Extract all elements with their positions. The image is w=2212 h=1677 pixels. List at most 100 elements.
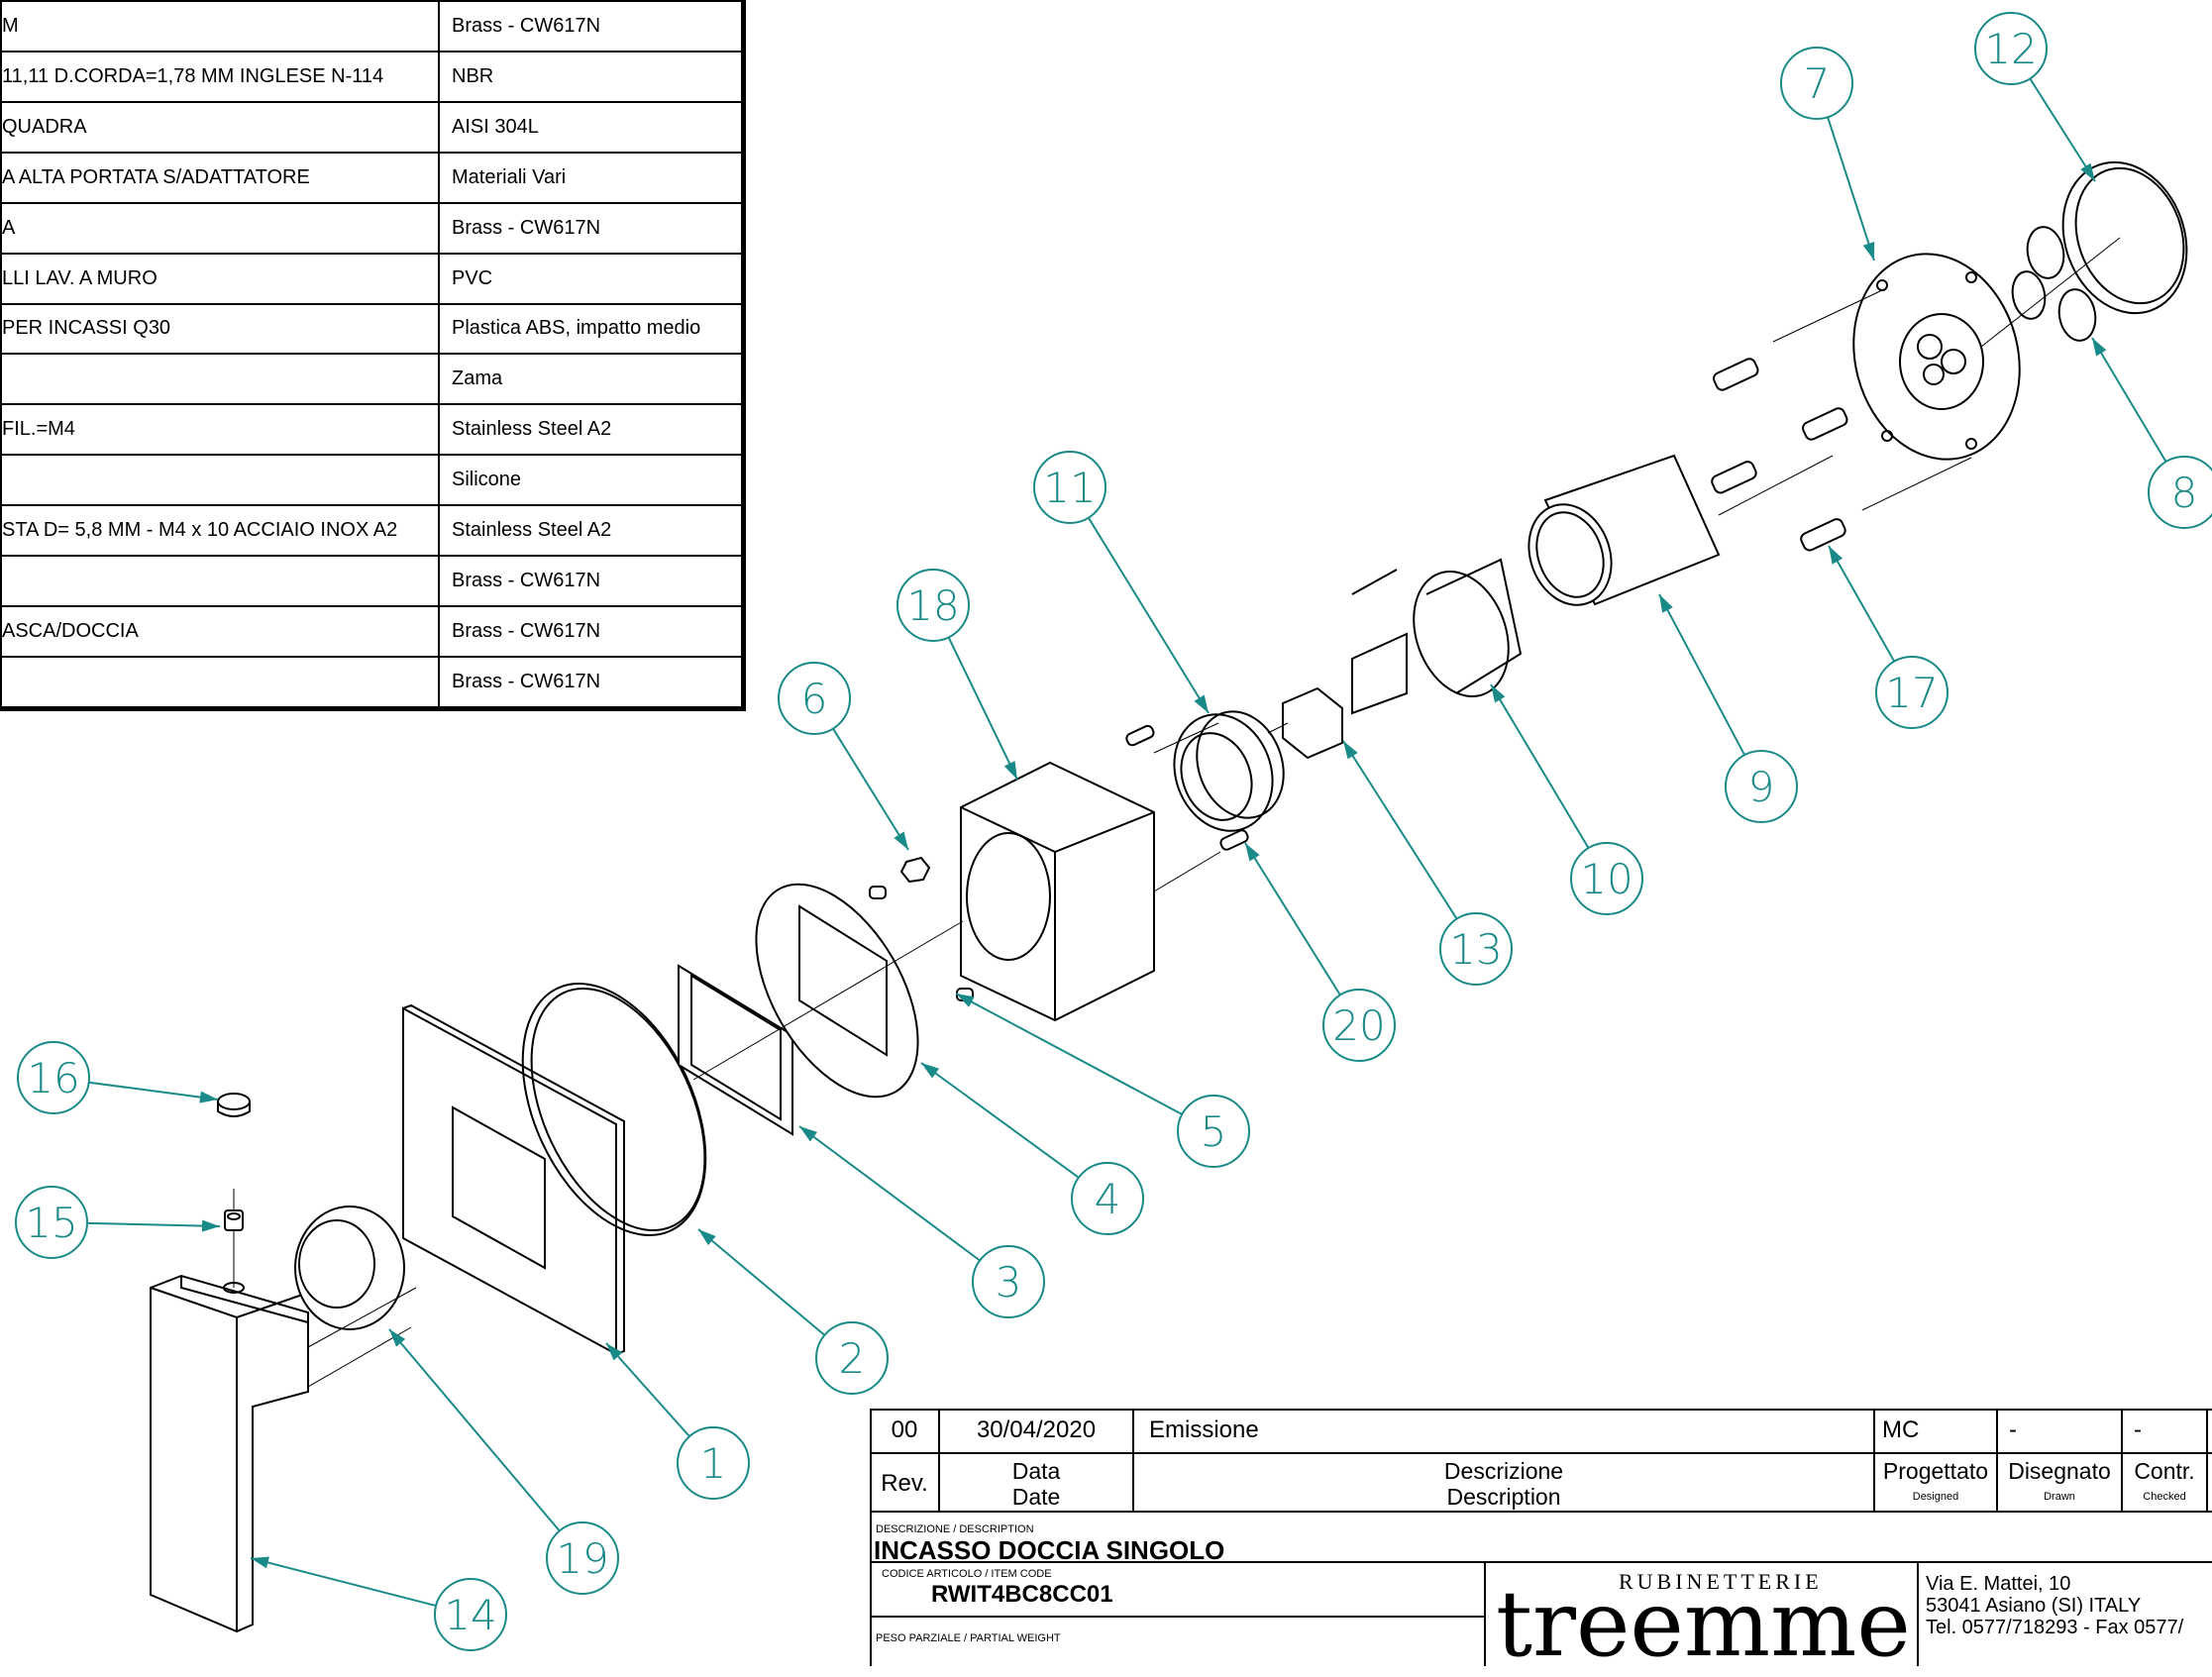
part-description-cell: M (0, 0, 440, 52)
leader-line-9 (1658, 593, 1746, 756)
part-description-cell: PER INCASSI Q30 (0, 302, 440, 356)
address-line-1: Via E. Mattei, 10 (1926, 1573, 2071, 1595)
parts-table-row: Brass - CW617N (0, 555, 745, 608)
rev-number: 00 (891, 1416, 918, 1443)
wall-plate-part (402, 1003, 625, 1356)
part-material-cell: NBR (438, 50, 745, 103)
balloon-number-14: 14 (444, 1591, 496, 1639)
balloon-18 (896, 569, 970, 642)
leader-line-8 (2091, 337, 2167, 463)
leader-arrow-9 (1659, 594, 1673, 613)
part-description-cell: 11,11 D.CORDA=1,78 MM INGLESE N-114 (0, 50, 440, 103)
description-label-it: Descrizione (1443, 1458, 1564, 1484)
drawn-label-en: Drawn (2044, 1491, 2075, 1503)
drawing-title: INCASSO DOCCIA SINGOLO (874, 1535, 1225, 1565)
leader-line-4 (920, 1062, 1080, 1179)
designed-label-it: Progettato (1882, 1458, 1989, 1484)
part-description-cell (0, 655, 440, 710)
balloon-number-8: 8 (2171, 469, 2198, 517)
part-description-cell: LLI LAV. A MURO (0, 252, 440, 305)
balloon-6 (778, 662, 851, 735)
cover-cap-part (1980, 160, 2188, 348)
rosette-part (294, 1205, 417, 1348)
part-description-cell: STA D= 5,8 MM - M4 x 10 ACCIAIO INOX A2 (0, 504, 440, 558)
threaded-ring-part (1173, 710, 1285, 832)
balloon-5 (1177, 1095, 1250, 1168)
balloon-number-2: 2 (839, 1334, 866, 1383)
part-material-cell: Zama (438, 353, 745, 406)
designed-label: Progettato Designed (1874, 1458, 1997, 1510)
screws-part (1711, 289, 1972, 552)
description-caption: DESCRIZIONE / DESCRIPTION (876, 1523, 1034, 1535)
rev-date: 30/04/2020 (976, 1416, 1097, 1443)
leader-arrow-5 (956, 994, 975, 1007)
leader-line-12 (2029, 77, 2096, 182)
leader-line-5 (955, 993, 1183, 1115)
balloon-number-4: 4 (1095, 1175, 1121, 1223)
balloon-number-7: 7 (1804, 59, 1831, 108)
balloon-10 (1570, 842, 1643, 915)
balloon-number-16: 16 (27, 1054, 79, 1102)
leader-arrow-2 (698, 1229, 716, 1246)
leader-arrow-8 (2092, 338, 2107, 357)
lever-handle-part (150, 1189, 309, 1633)
rev-label: Rev. (881, 1470, 928, 1497)
part-material-cell: Brass - CW617N (438, 0, 745, 52)
balloon-16 (17, 1041, 90, 1114)
part-material-cell: Materiali Vari (438, 151, 745, 204)
title-block: 00 30/04/2020 Emissione MC - - Rev. Data… (870, 1409, 2212, 1674)
part-description-cell: FIL.=M4 (0, 403, 440, 457)
company-address: Via E. Mattei, 10 53041 Asiano (SI) ITAL… (1926, 1573, 2183, 1638)
drawn-label-it: Disegnato (2008, 1458, 2111, 1484)
balloon-number-9: 9 (1748, 763, 1775, 811)
balloon-17 (1875, 656, 1949, 729)
balloon-9 (1725, 750, 1798, 823)
balloon-11 (1033, 451, 1106, 524)
balloon-8 (2148, 456, 2212, 529)
parts-table-row: Silicone (0, 454, 745, 507)
parts-table-row: Brass - CW617N (0, 655, 745, 710)
leader-arrow-20 (1245, 843, 1260, 862)
part-material-cell: Stainless Steel A2 (438, 403, 745, 457)
balloon-number-17: 17 (1885, 669, 1938, 717)
cartridge-part (1351, 558, 1523, 715)
description-label: Descrizione Description (1133, 1458, 1874, 1510)
designed-label-en: Designed (1912, 1491, 1959, 1503)
part-description-cell (0, 454, 440, 507)
title-block-grid (870, 1409, 2212, 1666)
leader-arrow-14 (251, 1556, 269, 1569)
balloon-14 (434, 1578, 507, 1651)
balloon-number-11: 11 (1043, 464, 1096, 512)
balloon-number-3: 3 (996, 1258, 1022, 1307)
balloon-number-19: 19 (556, 1534, 608, 1583)
leader-line-2 (697, 1228, 826, 1336)
leader-line-11 (1087, 517, 1210, 714)
leader-arrow-13 (1343, 741, 1358, 760)
balloon-number-1: 1 (700, 1439, 727, 1488)
part-material-cell: Stainless Steel A2 (438, 504, 745, 558)
parts-table-row: Zama (0, 353, 745, 406)
checked-label: Contr. Checked (2122, 1458, 2207, 1510)
balloon-number-5: 5 (1201, 1107, 1227, 1156)
leader-arrow-4 (921, 1063, 940, 1079)
part-description-cell: A (0, 201, 440, 255)
balloon-4 (1071, 1162, 1144, 1235)
part-material-cell: AISI 304L (438, 100, 745, 154)
balloon-3 (972, 1245, 1045, 1318)
address-line-2: 53041 Asiano (SI) ITALY (1926, 1595, 2142, 1617)
balloon-number-6: 6 (801, 675, 828, 723)
date-label-en: Date (1011, 1484, 1061, 1510)
leader-line-1 (605, 1342, 690, 1437)
part-description-cell: QUADRA (0, 100, 440, 154)
leader-line-13 (1342, 740, 1458, 920)
part-description-cell (0, 353, 440, 406)
brand-tagline: RUBINETTERIE (1619, 1569, 1823, 1594)
leader-arrow-3 (799, 1126, 818, 1142)
balloon-number-15: 15 (25, 1199, 77, 1247)
